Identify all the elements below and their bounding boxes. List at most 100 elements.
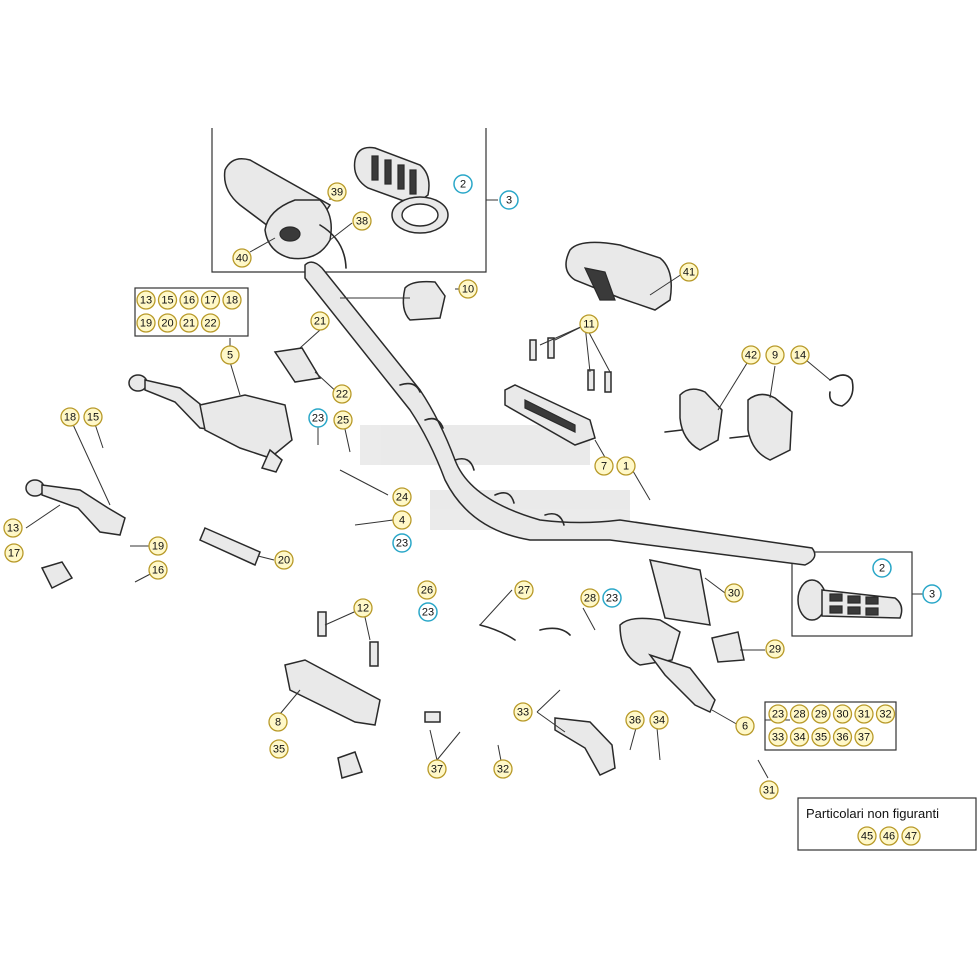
callout-18: 18	[60, 407, 80, 427]
callout-31-label: 31	[763, 785, 775, 797]
callout-28-label: 28	[584, 593, 596, 605]
kit-2-part-31-label: 31	[858, 709, 870, 721]
callout-38-label: 38	[356, 216, 368, 228]
kit-1-part-21: 21	[179, 313, 199, 333]
kit-2-part-36-label: 36	[836, 732, 848, 744]
callout-9: 9	[765, 345, 785, 365]
kit-1-part-20: 20	[157, 313, 178, 333]
callout-13-label: 13	[7, 523, 19, 535]
callout-41: 41	[679, 262, 699, 282]
kit-2-part-28: 28	[789, 704, 810, 724]
callout-29: 29	[765, 639, 785, 659]
callout-32: 32	[493, 759, 513, 779]
callout-28: 28	[580, 588, 600, 608]
note-part-47: 47	[901, 826, 921, 846]
kit-1-part-20-label: 20	[161, 318, 173, 330]
callout-40: 40	[232, 248, 252, 268]
callout-40-label: 40	[236, 253, 248, 265]
callout-36: 36	[625, 710, 645, 730]
callout-4-label: 4	[399, 515, 405, 527]
kit-2-part-33-label: 33	[772, 732, 784, 744]
kit-2-part-35-label: 35	[815, 732, 827, 744]
callout-6: 6	[735, 716, 755, 736]
kit-2-part-35: 35	[811, 727, 831, 747]
callout-4: 4	[392, 510, 412, 530]
callout-13: 13	[3, 518, 23, 538]
kit-2-part-36: 36	[832, 727, 853, 747]
callout-37-label: 37	[431, 764, 443, 776]
kit-1-part-15: 15	[157, 290, 178, 310]
kit-box-right	[764, 701, 897, 751]
callout-2-label: 2	[460, 179, 466, 191]
callout-3-label: 3	[506, 195, 512, 207]
note-part-45-label: 45	[861, 831, 873, 843]
callout-3-label: 3	[929, 589, 935, 601]
callout-9-label: 9	[772, 350, 778, 362]
callout-35: 35	[269, 739, 289, 759]
kit-1-part-13: 13	[136, 290, 156, 310]
throttle-housing	[402, 280, 446, 321]
callout-20-label: 20	[278, 555, 290, 567]
callout-32-label: 32	[497, 764, 509, 776]
callout-23: 23	[418, 602, 438, 622]
kit-2-part-30: 30	[832, 704, 853, 724]
callout-25: 25	[333, 410, 353, 430]
callout-16-label: 16	[152, 565, 164, 577]
callout-26: 26	[417, 580, 437, 600]
callout-30: 30	[724, 583, 744, 603]
note-frame	[797, 797, 977, 851]
callout-39: 39	[327, 182, 347, 202]
callout-17-label: 17	[8, 548, 20, 560]
kit-1-part-17-label: 17	[204, 295, 216, 307]
lower-clamp-group	[284, 611, 381, 726]
switch-group	[664, 374, 854, 461]
kit-1-part-16-label: 16	[183, 295, 195, 307]
callout-29-label: 29	[769, 644, 781, 656]
kit-1-part-21-label: 21	[183, 318, 195, 330]
callout-14: 14	[790, 345, 810, 365]
throttle-grip-group	[223, 146, 449, 269]
callout-2: 2	[453, 174, 473, 194]
kit-2-part-23-label: 23	[772, 709, 784, 721]
callout-31: 31	[759, 780, 779, 800]
clutch-lever-group	[128, 374, 293, 473]
leader-lines	[25, 192, 831, 779]
callout-37: 37	[427, 759, 447, 779]
callout-26-label: 26	[421, 585, 433, 597]
kit-1-part-15-label: 15	[161, 295, 173, 307]
callout-24-label: 24	[396, 492, 408, 504]
callout-23: 23	[602, 588, 622, 608]
kit-2-part-33: 33	[768, 727, 788, 747]
callout-22-label: 22	[336, 389, 348, 401]
kit-box-left	[134, 287, 249, 337]
kit-2-part-23: 23	[768, 704, 788, 724]
kit-1-part-13-label: 13	[140, 295, 152, 307]
kit-2-part-29-label: 29	[815, 709, 827, 721]
callout-21-label: 21	[314, 316, 326, 328]
callout-23-label: 23	[396, 538, 408, 550]
lever-parts-group	[337, 711, 616, 779]
callout-42-label: 42	[745, 350, 757, 362]
callout-1-label: 1	[623, 461, 629, 473]
kit-2-part-34: 34	[789, 727, 810, 747]
kit-2-part-37: 37	[854, 727, 874, 747]
callout-12: 12	[353, 598, 373, 618]
kit-2-part-31: 31	[854, 704, 874, 724]
kit-1-part-16: 16	[179, 290, 199, 310]
kit-1-part-18: 18	[222, 290, 242, 310]
callout-16: 16	[148, 560, 168, 580]
callout-20: 20	[274, 550, 294, 570]
callout-7-label: 7	[601, 461, 607, 473]
kit-2-part-29: 29	[811, 704, 831, 724]
note-part-45: 45	[857, 826, 877, 846]
kit-1-part-18-label: 18	[226, 295, 238, 307]
note-part-47-label: 47	[905, 831, 917, 843]
callout-2-label: 2	[879, 563, 885, 575]
callout-22: 22	[332, 384, 352, 404]
kit-2-part-32: 32	[875, 704, 896, 724]
callout-34: 34	[649, 710, 669, 730]
callout-15-label: 15	[87, 412, 99, 424]
